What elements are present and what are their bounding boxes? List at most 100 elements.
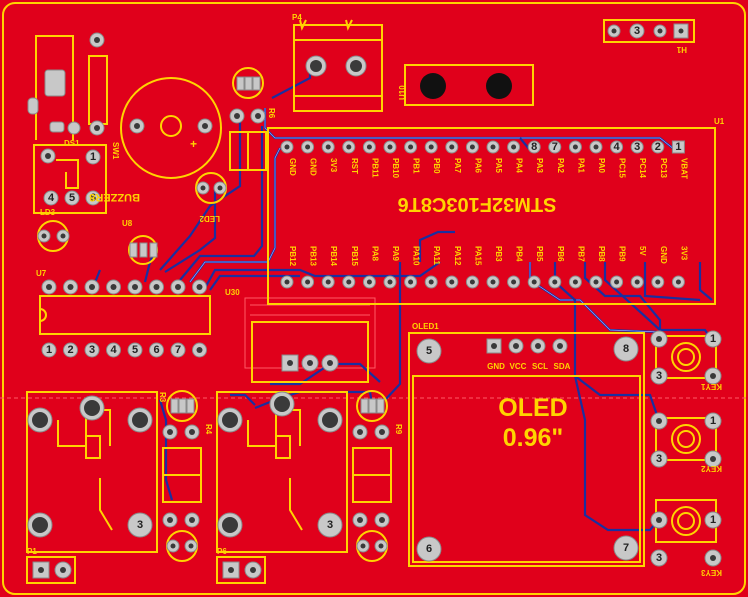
sw1-pad-5: 5: [69, 192, 75, 204]
u7-bottom-pad[interactable]: 7: [170, 342, 186, 358]
mcu-top-pin-label: PA3: [535, 158, 544, 174]
mcu-bottom-pin[interactable]: PB9: [610, 246, 627, 289]
u7-pad-number: 7: [175, 344, 181, 356]
u7-top-pad[interactable]: [149, 279, 164, 295]
mcu-top-pin-label: GND: [309, 158, 318, 176]
oled-module[interactable]: OLED1 5 8 6 7 GND VCC SCL SDA OLED 0.96": [408, 322, 645, 567]
driver-r4[interactable]: R4 R3: [158, 390, 213, 562]
u7-top-pad[interactable]: [63, 279, 78, 295]
mcu-bottom-pin[interactable]: GND: [651, 246, 668, 289]
mcu-bottom-pin[interactable]: PB5: [527, 246, 544, 289]
u7-bottom-pad[interactable]: 1: [41, 342, 57, 358]
mcu-bottom-pin[interactable]: PB13: [301, 246, 318, 289]
r9-label: R9: [394, 424, 403, 435]
mcu-top-pin[interactable]: PA1: [568, 140, 585, 174]
led-ld3[interactable]: [37, 220, 70, 252]
u7-bottom-pad[interactable]: 3: [84, 342, 100, 358]
component-u8[interactable]: U8: [122, 219, 158, 265]
p1-label: P1: [27, 547, 37, 556]
mcu-bottom-pin[interactable]: PB14: [321, 246, 338, 289]
mcu-top-pin[interactable]: RST: [342, 140, 359, 174]
u7-pad-number: 6: [153, 344, 159, 356]
mcu-top-pin[interactable]: PA4: [507, 140, 524, 174]
u7-bottom-pad[interactable]: 4: [106, 342, 121, 358]
switch-ds1[interactable]: 1 4 5 6 DS1 LD3: [33, 139, 107, 217]
switch-sw1[interactable]: SW1: [27, 32, 120, 160]
mcu-top-pin[interactable]: PA0: [589, 140, 606, 174]
mcu-bottom-pin[interactable]: PA15: [465, 246, 482, 289]
u7-pad-number: 2: [67, 344, 73, 356]
u7-top-pad[interactable]: [106, 279, 121, 295]
mcu-bottom-pin[interactable]: PB8: [589, 246, 606, 289]
key-button-1[interactable]: 1 3 KEY1: [650, 330, 722, 391]
u7-pad-number: 3: [89, 344, 95, 356]
mcu-top-pin-number: 7: [552, 141, 558, 153]
u7-bottom-pad[interactable]: 6: [149, 342, 164, 358]
buzzer-plus: +: [190, 137, 197, 151]
u7-top-pad[interactable]: [127, 279, 143, 295]
mcu-bottom-pin[interactable]: PB7: [568, 246, 585, 289]
mcu-bottom-pin[interactable]: PA8: [362, 246, 379, 289]
p6-label: P6: [217, 547, 227, 556]
led-led2[interactable]: LED2: [195, 172, 227, 223]
u7-top-pad[interactable]: [41, 279, 57, 295]
u7-bottom-pad[interactable]: 5: [127, 342, 143, 358]
r4-label: R4: [204, 424, 213, 435]
mcu-top-pin[interactable]: PB0: [424, 140, 441, 174]
mcu-top-pin[interactable]: PA5: [486, 140, 503, 174]
u7-bottom-pad[interactable]: 2: [63, 342, 78, 358]
mcu-bottom-pin[interactable]: PA10: [404, 246, 421, 289]
connector-p1[interactable]: P1: [26, 547, 76, 584]
connector-p6[interactable]: P6: [216, 547, 266, 584]
relay-left[interactable]: 3: [26, 391, 158, 553]
u7-top-pad[interactable]: [84, 279, 100, 295]
mcu-bottom-pin-label: PA10: [412, 246, 421, 266]
component-u30[interactable]: [251, 321, 369, 383]
mcu-bottom-pin[interactable]: PA11: [424, 246, 441, 289]
mcu-bottom-pin[interactable]: PB12: [280, 246, 297, 289]
mcu-top-pin[interactable]: GND: [301, 140, 318, 176]
key-button-2[interactable]: 1 3 KEY2: [650, 412, 722, 473]
mcu-bottom-pin[interactable]: PA12: [445, 246, 462, 289]
mcu-top-pin[interactable]: PB11: [362, 140, 379, 178]
relay-right[interactable]: 3: [216, 391, 348, 553]
oled-title: OLED: [498, 394, 567, 422]
u7-top-pad[interactable]: [170, 279, 186, 295]
mcu-top-pin[interactable]: PA6: [465, 140, 482, 174]
mcu-bottom-pin[interactable]: PB15: [342, 246, 359, 289]
oled-corner-7: 7: [623, 542, 629, 554]
mcu-bottom-pin[interactable]: PB4: [507, 246, 524, 289]
mcu-bottom-pin[interactable]: 5V: [630, 246, 647, 289]
mcu-top-pin-label: PB11: [370, 158, 379, 178]
mcu-bottom-pin[interactable]: PB6: [548, 246, 565, 289]
driver-r9[interactable]: R9: [352, 390, 403, 562]
mcu-bottom-pin[interactable]: PA9: [383, 246, 400, 289]
header-h1[interactable]: 3 H1: [603, 19, 695, 54]
component-u10[interactable]: U10: [398, 64, 534, 106]
connector-p4[interactable]: P4: [292, 13, 383, 112]
mcu-top-pin[interactable]: 3V3: [321, 140, 338, 173]
mcu-bottom-pin-label: PB13: [309, 246, 318, 267]
u7-top-pad[interactable]: [192, 279, 207, 295]
key-button-3[interactable]: 1 3 KEY3: [650, 499, 722, 577]
mcu-bottom-pin[interactable]: PB3: [486, 246, 503, 289]
mcu-top-pin[interactable]: PA7: [445, 140, 462, 174]
mcu-top-pin[interactable]: GND: [280, 140, 297, 176]
mcu-top-pin-label: PA5: [494, 158, 503, 174]
mcu-top-pin[interactable]: PB10: [383, 140, 400, 179]
resistor-r6[interactable]: R6: [229, 67, 276, 171]
mcu-bottom-pin-label: PB9: [618, 246, 627, 262]
buzzer[interactable]: + BUZZER8: [89, 77, 222, 203]
mcu-bottom-pin[interactable]: 3V3: [671, 246, 688, 289]
mcu-top-pin[interactable]: PB1: [404, 140, 421, 174]
u7-bottom-pad[interactable]: [192, 342, 207, 358]
